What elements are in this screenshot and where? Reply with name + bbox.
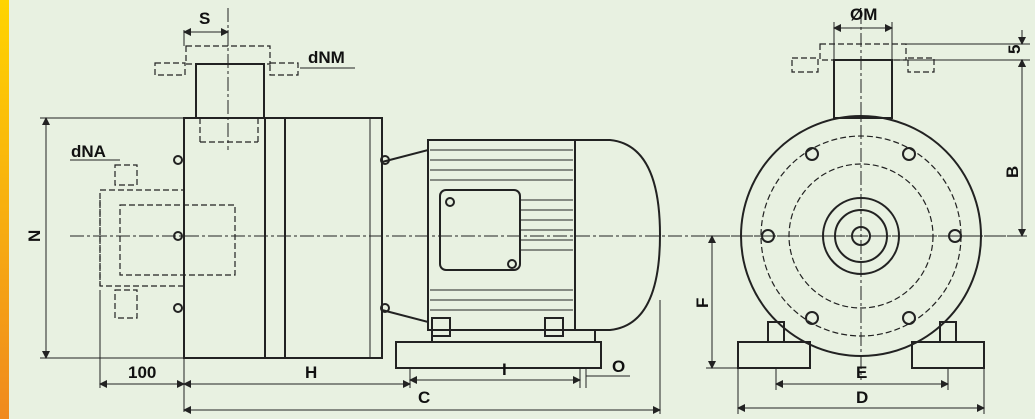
label-om: ØM (850, 5, 877, 24)
label-5: 5 (1005, 45, 1024, 54)
label-dnm: dNM (308, 48, 345, 67)
motor-side-view (381, 139, 662, 369)
dimension-lines (40, 22, 1030, 414)
label-dna: dNA (71, 142, 106, 161)
label-s: S (199, 9, 210, 28)
label-e: E (856, 363, 867, 382)
label-100: 100 (128, 363, 156, 382)
accent-bar (0, 0, 9, 419)
pump-front-view (710, 10, 1025, 380)
label-o: O (612, 357, 625, 376)
label-n: N (25, 230, 44, 242)
label-i: I (502, 360, 507, 379)
label-h: H (305, 363, 317, 382)
label-b: B (1003, 166, 1022, 178)
label-f: F (693, 298, 712, 308)
label-d: D (856, 388, 868, 407)
label-c: C (418, 388, 430, 407)
